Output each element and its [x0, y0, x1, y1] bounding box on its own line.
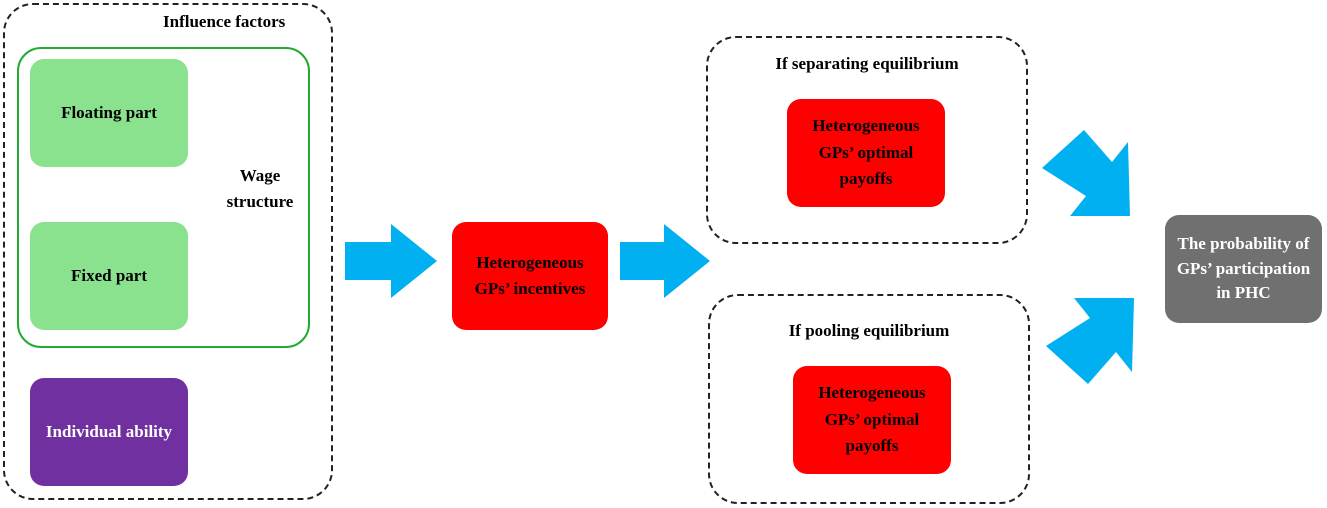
wage-structure-group — [17, 47, 310, 348]
participation-probability-box: The probability of GPs’ participation in… — [1165, 215, 1322, 323]
influence-factors-group — [3, 3, 333, 500]
pooling-equilibrium-group — [708, 294, 1030, 504]
pooling-equilibrium-title: If pooling equilibrium — [788, 321, 950, 340]
arrow-down-right-icon — [1042, 130, 1130, 216]
arrow-right-icon — [620, 224, 710, 298]
arrow-right-icon — [345, 224, 437, 298]
heterogeneous-incentives-box: Heterogeneous GPs’ incentives — [452, 222, 608, 330]
wage-structure-label: Wage structure — [226, 166, 294, 211]
fixed-part-box: Fixed part — [30, 222, 188, 330]
influence-factors-title: Influence factors — [163, 12, 286, 31]
arrow-up-right-icon — [1046, 298, 1134, 384]
individual-ability-box: Individual ability — [30, 378, 188, 486]
separating-equilibrium-group — [706, 36, 1028, 244]
separating-equilibrium-title: If separating equilibrium — [775, 54, 959, 73]
floating-part-box: Floating part — [30, 59, 188, 167]
separating-payoffs-box: Heterogeneous GPs’ optimal payoffs — [787, 99, 945, 207]
pooling-payoffs-box: Heterogeneous GPs’ optimal payoffs — [793, 366, 951, 474]
